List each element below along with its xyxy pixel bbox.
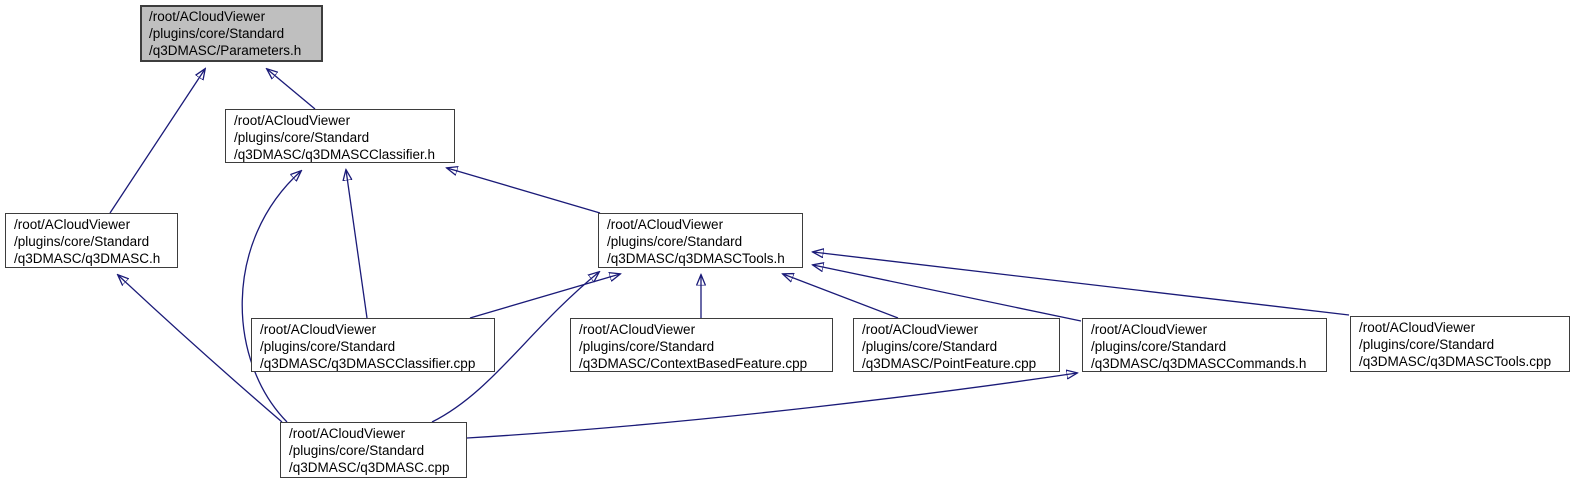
node-label-line: /plugins/core/Standard <box>149 26 285 41</box>
node-q3dmascclassifier-cpp[interactable]: /root/ACloudViewer /plugins/core/Standar… <box>251 318 495 372</box>
node-q3dmascclassifier-h[interactable]: /root/ACloudViewer /plugins/core/Standar… <box>225 109 455 163</box>
node-label-line: /q3DMASC/Parameters.h <box>149 43 302 58</box>
node-q3dmasctools-h[interactable]: /root/ACloudViewer /plugins/core/Standar… <box>598 213 803 268</box>
node-label-line: /plugins/core/Standard <box>1359 337 1495 352</box>
edge-pointfeature-cpp-to-tools-h <box>783 274 899 319</box>
node-label-line: /plugins/core/Standard <box>862 339 998 354</box>
node-label-line: /q3DMASC/q3DMASCClassifier.cpp <box>260 356 476 371</box>
node-label-line: /plugins/core/Standard <box>607 234 743 249</box>
node-label-line: /q3DMASC/q3DMASCClassifier.h <box>234 147 436 162</box>
edge-classifier-h-to-parameters-h <box>267 69 316 110</box>
edge-q3dmasc-cpp-to-classifier-h <box>241 171 301 423</box>
edge-tools-cpp-to-tools-h <box>813 252 1350 316</box>
node-label-line: /plugins/core/Standard <box>289 443 425 458</box>
node-label-line: /root/ACloudViewer <box>289 426 406 441</box>
node-label-line: /q3DMASC/PointFeature.cpp <box>862 356 1037 371</box>
node-label-line: /q3DMASC/q3DMASC.cpp <box>289 460 450 475</box>
node-label-line: /plugins/core/Standard <box>234 130 370 145</box>
node-label-line: /plugins/core/Standard <box>14 234 150 249</box>
edge-q3dmasc-cpp-to-tools-h <box>431 272 599 423</box>
edge-q3dmasc-h-to-parameters-h <box>109 69 205 214</box>
node-label-line: /root/ACloudViewer <box>260 322 377 337</box>
edge-classifier-cpp-to-tools-h <box>469 274 620 319</box>
node-q3dmasc-cpp[interactable]: /root/ACloudViewer /plugins/core/Standar… <box>280 422 467 478</box>
edge-commands-h-to-tools-h <box>813 265 1082 322</box>
node-label-line: /q3DMASC/ContextBasedFeature.cpp <box>579 356 808 371</box>
node-label-line: /q3DMASC/q3DMASCCommands.h <box>1091 356 1307 371</box>
node-label-line: /plugins/core/Standard <box>260 339 396 354</box>
node-label-line: /root/ACloudViewer <box>607 217 724 232</box>
node-label-line: /root/ACloudViewer <box>1359 320 1476 335</box>
node-label-line: /plugins/core/Standard <box>1091 339 1227 354</box>
node-q3dmasccommands-h[interactable]: /root/ACloudViewer /plugins/core/Standar… <box>1082 318 1327 372</box>
node-label-line: /root/ACloudViewer <box>14 217 131 232</box>
node-label-line: /root/ACloudViewer <box>862 322 979 337</box>
node-q3dmasctools-cpp[interactable]: /root/ACloudViewer /plugins/core/Standar… <box>1350 316 1570 372</box>
node-label-line: /q3DMASC/q3DMASCTools.h <box>607 251 785 266</box>
node-label-line: /plugins/core/Standard <box>579 339 715 354</box>
node-label-line: /root/ACloudViewer <box>149 9 266 24</box>
node-pointfeature-cpp[interactable]: /root/ACloudViewer /plugins/core/Standar… <box>853 318 1060 372</box>
node-label-line: /root/ACloudViewer <box>579 322 696 337</box>
node-q3dmasc-h[interactable]: /root/ACloudViewer /plugins/core/Standar… <box>5 213 178 268</box>
edge-tools-h-to-classifier-h <box>447 168 601 214</box>
node-parameters-h[interactable]: /root/ACloudViewer /plugins/core/Standar… <box>140 5 323 62</box>
edge-q3dmasc-cpp-to-commands-h <box>466 373 1077 439</box>
node-label-line: /root/ACloudViewer <box>1091 322 1208 337</box>
edge-q3dmasc-cpp-to-q3dmasc-h <box>118 275 283 423</box>
node-label-line: /root/ACloudViewer <box>234 113 351 128</box>
node-label-line: /q3DMASC/q3DMASC.h <box>14 251 161 266</box>
edge-classifier-cpp-to-classifier-h <box>346 170 368 319</box>
node-label-line: /q3DMASC/q3DMASCTools.cpp <box>1359 354 1552 369</box>
node-contextbasedfeature-cpp[interactable]: /root/ACloudViewer /plugins/core/Standar… <box>570 318 833 372</box>
